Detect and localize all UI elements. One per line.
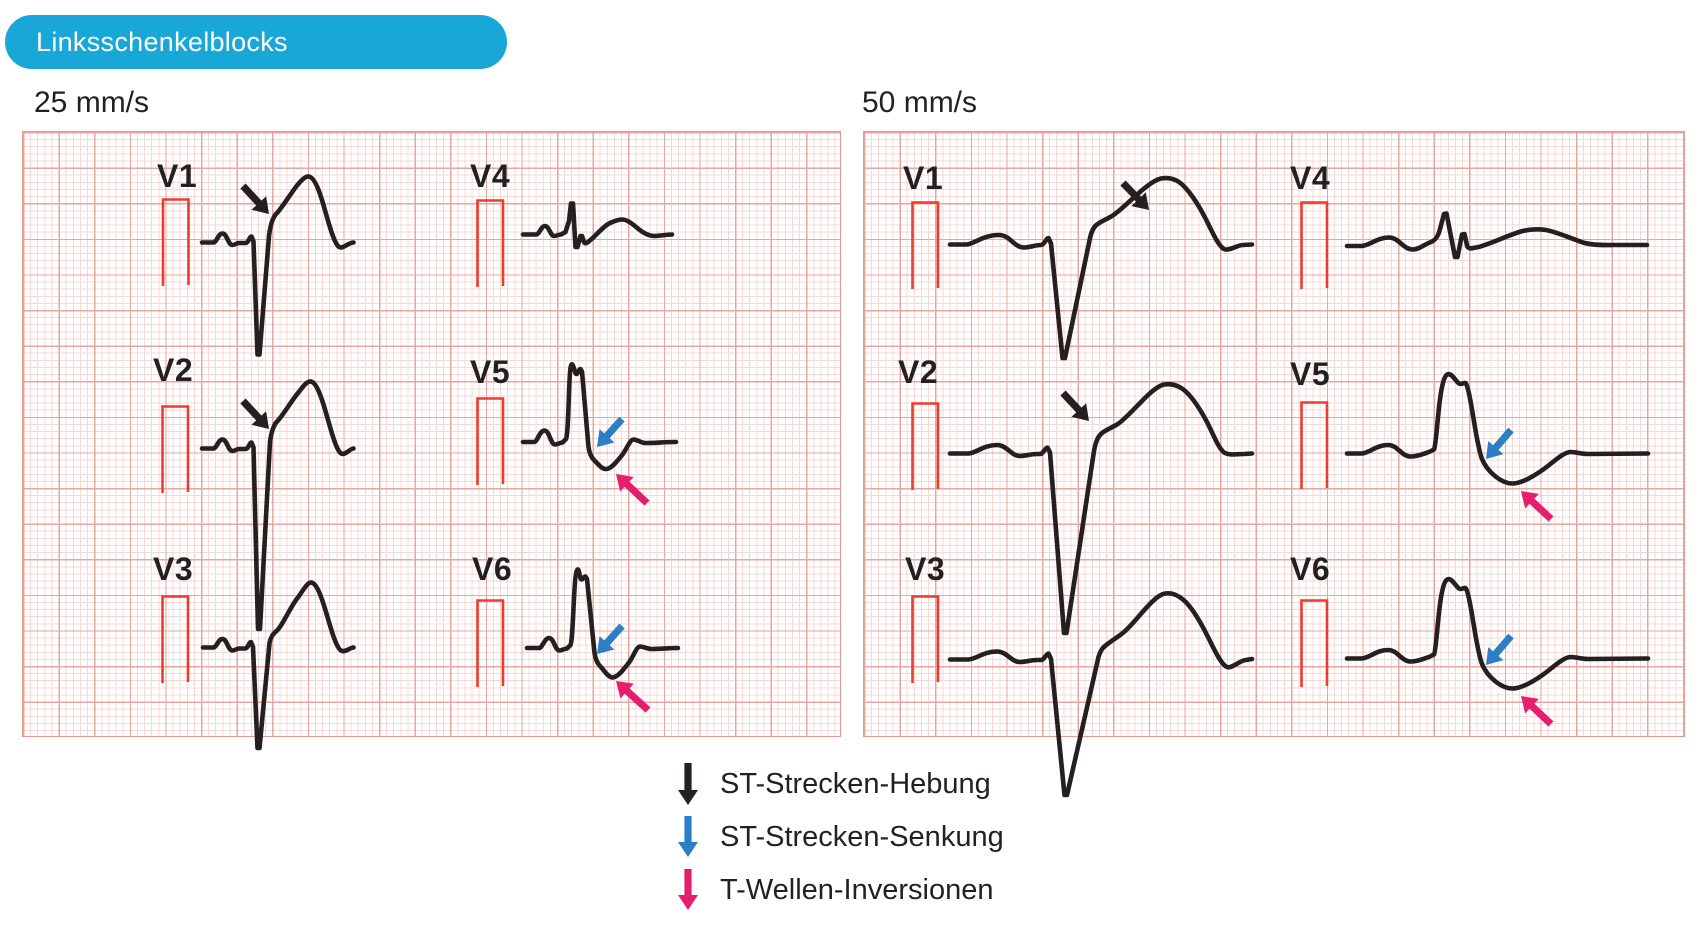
legend-down-arrow-icon-0-head <box>678 790 698 805</box>
title-pill: Linksschenkelblocks <box>5 15 507 69</box>
lead-label-left-V4: V4 <box>470 158 511 194</box>
lead-label-left-V3: V3 <box>153 551 194 587</box>
lead-label-left-V6: V6 <box>472 551 513 587</box>
title-text: Linksschenkelblocks <box>36 26 288 57</box>
lead-label-right-V2: V2 <box>898 354 939 390</box>
legend-label-2: T-Wellen-Inversionen <box>720 874 994 906</box>
ecg-paper-panel-left <box>22 131 841 737</box>
legend-down-arrow-icon-1-head <box>678 842 698 857</box>
lead-label-right-V4: V4 <box>1290 160 1331 196</box>
lead-label-left-V2: V2 <box>153 352 194 388</box>
speed-label-right: 50 mm/s <box>862 86 978 119</box>
ecg-paper-panel-right <box>863 131 1685 737</box>
speed-label-left: 25 mm/s <box>34 86 150 119</box>
legend-label-0: ST-Strecken-Hebung <box>720 768 991 800</box>
lead-label-right-V6: V6 <box>1290 551 1331 587</box>
lead-label-left-V5: V5 <box>470 354 511 390</box>
lead-label-right-V3: V3 <box>905 551 946 587</box>
legend-down-arrow-icon-2-head <box>678 895 698 910</box>
lead-label-right-V1: V1 <box>903 160 944 196</box>
lead-label-left-V1: V1 <box>157 158 198 194</box>
lead-label-right-V5: V5 <box>1290 356 1331 392</box>
legend-label-1: ST-Strecken-Senkung <box>720 821 1004 853</box>
